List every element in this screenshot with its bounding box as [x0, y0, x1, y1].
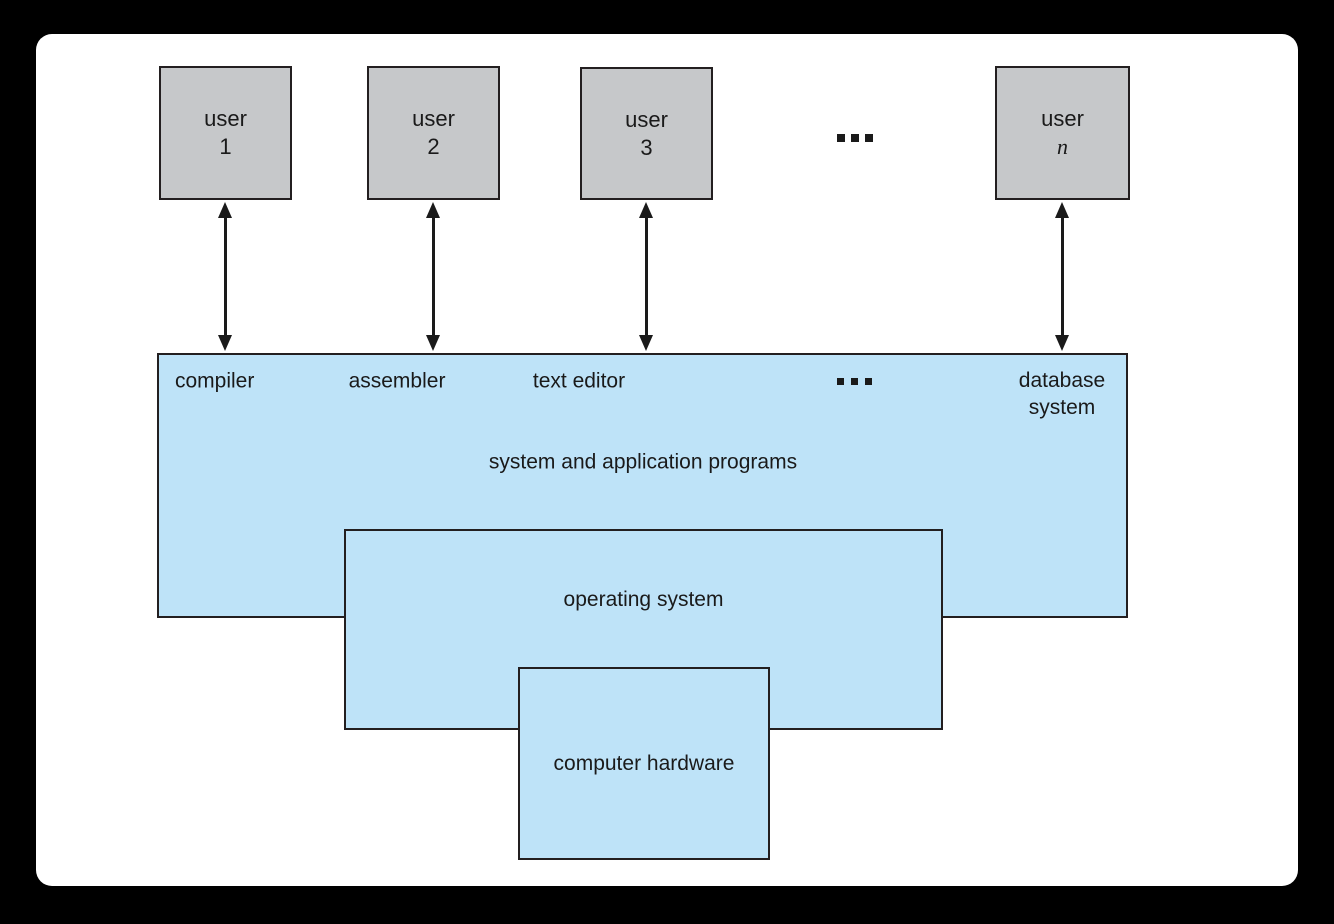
arrow-head-up [426, 202, 440, 218]
user-n-box: user n [995, 66, 1130, 200]
user-3-label-line1: user [625, 106, 668, 132]
ellipsis-dot [851, 134, 859, 142]
user-3-bidirectional-arrow [638, 202, 654, 351]
hardware-layer-label: computer hardware [553, 751, 735, 775]
ellipsis-dot [851, 378, 858, 385]
user-1-bidirectional-arrow [217, 202, 233, 351]
arrow-head-down [639, 335, 653, 351]
arrow-shaft [1060, 213, 1064, 340]
arrow-head-up [218, 202, 232, 218]
user-1-label-line2: 1 [219, 134, 232, 159]
user-2-box: user 2 [367, 66, 500, 200]
user-n-label-line2: n [1057, 134, 1068, 159]
user-n-bidirectional-arrow [1054, 202, 1070, 351]
user-1-box: user 1 [159, 66, 292, 200]
assembler-label: assembler [348, 369, 446, 393]
user-3-box: user 3 [580, 67, 713, 200]
user-n-label-line1: user [1041, 106, 1084, 131]
programs-ellipsis-icon [837, 378, 872, 385]
users-ellipsis-icon [837, 134, 873, 142]
hardware-layer-box: computer hardware [518, 667, 770, 860]
compiler-label: compiler [175, 369, 255, 393]
user-2-label-line1: user [412, 106, 455, 131]
user-2-bidirectional-arrow [425, 202, 441, 351]
arrow-head-up [639, 202, 653, 218]
ellipsis-dot [837, 134, 845, 142]
arrow-head-down [426, 335, 440, 351]
arrow-head-down [1055, 335, 1069, 351]
text-editor-label: text editor [532, 369, 626, 393]
user-2-label-line2: 2 [427, 134, 440, 159]
programs-layer-caption: system and application programs [488, 450, 798, 474]
ellipsis-dot [865, 378, 872, 385]
os-layer-label: operating system [563, 588, 724, 611]
database-system-label: database system [992, 367, 1132, 421]
arrow-head-down [218, 335, 232, 351]
user-1-label-line1: user [204, 106, 247, 131]
arrow-shaft [223, 213, 227, 340]
arrow-head-up [1055, 202, 1069, 218]
database-system-label-line1: database [1018, 369, 1106, 392]
ellipsis-dot [837, 378, 844, 385]
ellipsis-dot [865, 134, 873, 142]
arrow-shaft [644, 213, 648, 340]
arrow-shaft [431, 213, 435, 340]
database-system-label-line2: system [1028, 396, 1096, 419]
user-3-label-line2: 3 [640, 134, 653, 160]
